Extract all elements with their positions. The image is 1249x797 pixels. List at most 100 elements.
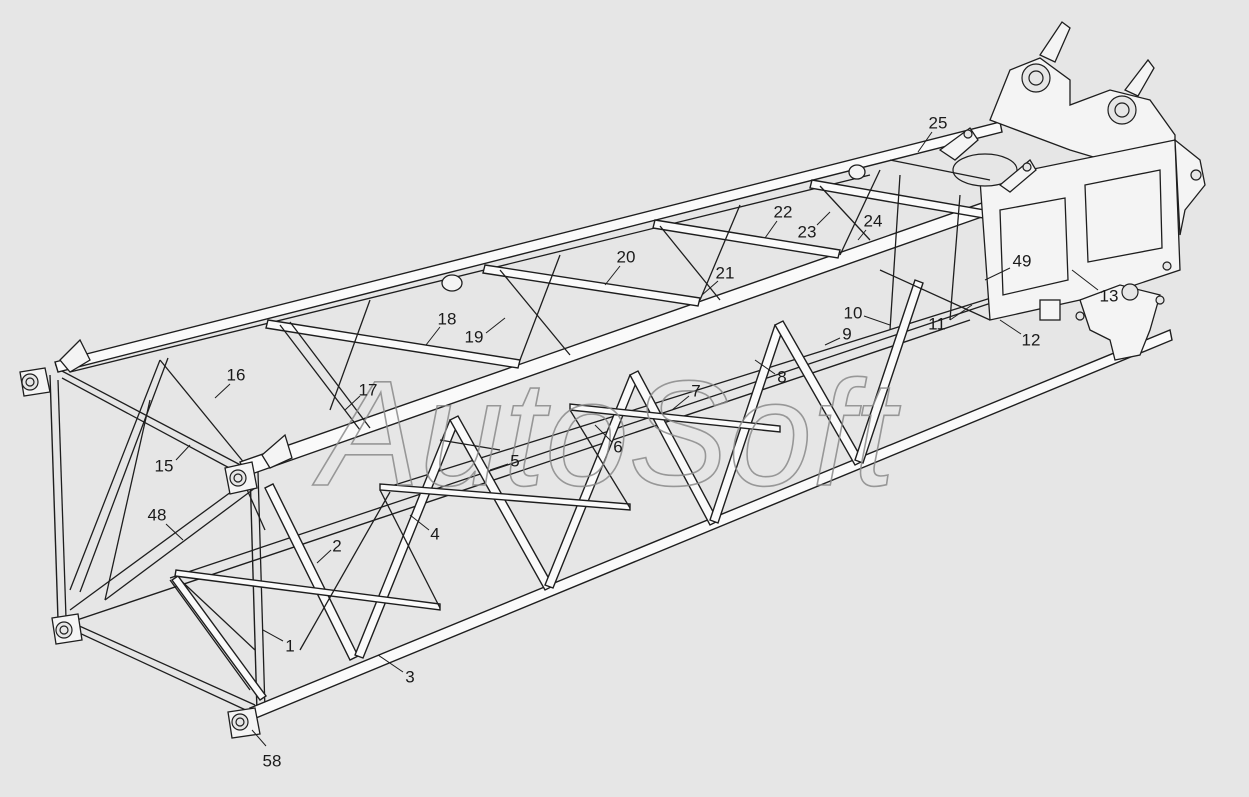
rear-diagonal-inner <box>104 487 256 601</box>
callout-leader <box>764 220 778 239</box>
top-diag-6 <box>699 204 741 301</box>
callout-leader <box>214 383 231 399</box>
callout-leader <box>489 463 509 471</box>
callout-15: 15 <box>155 444 191 475</box>
callout-leader <box>754 359 776 375</box>
callout-leader <box>604 265 621 286</box>
top-diag-7 <box>819 185 871 241</box>
callout-label: 25 <box>929 113 948 132</box>
head-side-plate <box>1174 138 1206 236</box>
head-top-strut <box>889 159 991 181</box>
callout-leader <box>425 326 441 346</box>
callout-label: 58 <box>263 751 282 770</box>
callout-18: 18 <box>425 309 457 346</box>
callout-19: 19 <box>465 317 506 346</box>
callout-leader <box>701 280 719 296</box>
stop-knob-2 <box>848 164 866 180</box>
bottom-diag-1 <box>171 575 267 701</box>
pin-lugs <box>19 164 1061 739</box>
bottom-cross-1 <box>174 569 441 611</box>
far-top-tube <box>54 121 1003 373</box>
callout-leader <box>984 267 1011 281</box>
rear-diagonal <box>69 477 251 611</box>
top-diag-8 <box>839 169 881 256</box>
callout-label: 49 <box>1013 251 1032 270</box>
callout-layer: 1234567891011121315161718192021222324254… <box>148 113 1119 770</box>
callout-6: 6 <box>594 424 623 456</box>
rear-bottom-crossbar-inner <box>65 619 256 706</box>
rear-top-crossbar-inner <box>61 377 249 479</box>
head-clip <box>1039 299 1061 321</box>
callout-label: 4 <box>430 524 439 543</box>
head-window-1 <box>999 197 1069 296</box>
top-cross-tube-2 <box>482 264 701 307</box>
callout-label: 5 <box>510 451 519 470</box>
front-left-post <box>249 469 258 713</box>
callout-leader <box>917 131 933 153</box>
callout-leader <box>1071 269 1099 291</box>
callout-label: 15 <box>155 456 174 475</box>
callout-24: 24 <box>857 211 883 241</box>
callout-25: 25 <box>917 113 948 153</box>
callout-20: 20 <box>604 247 635 286</box>
side-diag-8 <box>854 279 924 464</box>
far-top-chord-inner <box>69 174 871 373</box>
bottom-inner-chord <box>169 299 1001 579</box>
callout-3: 3 <box>377 654 415 686</box>
head-post-2 <box>949 194 961 321</box>
callout-21: 21 <box>701 263 735 296</box>
top-diag-2 <box>329 299 371 411</box>
callout-label: 18 <box>438 309 457 328</box>
callout-leader <box>316 549 332 564</box>
callout-7: 7 <box>671 381 701 411</box>
bottom-diag-2 <box>379 489 441 609</box>
front-left-post-inner <box>257 471 266 711</box>
bottom-diag-4 <box>299 491 391 651</box>
callout-23: 23 <box>798 211 831 241</box>
callout-label: 8 <box>777 367 786 386</box>
callout-leader <box>175 444 191 461</box>
bottom-diag-3 <box>569 409 631 509</box>
callout-label: 1 <box>285 636 294 655</box>
callout-leader <box>949 304 973 321</box>
rear-top-crossbar <box>59 369 251 471</box>
head-post <box>889 174 901 331</box>
callout-label: 21 <box>716 263 735 282</box>
lug-front-top <box>224 433 293 495</box>
callout-leader <box>344 395 361 411</box>
callout-16: 16 <box>214 365 245 399</box>
callout-leader <box>816 211 831 226</box>
bottom-cross-2 <box>379 483 631 511</box>
callout-leader <box>824 337 841 346</box>
callout-4: 4 <box>409 514 440 543</box>
callout-1: 1 <box>262 629 295 655</box>
lattice-structure <box>49 121 1173 719</box>
callout-label: 19 <box>465 327 484 346</box>
far-diag-2 <box>244 484 266 531</box>
rear-left-post <box>49 374 59 621</box>
top-cross-tube-3 <box>652 219 841 259</box>
head-bolt-1 <box>1162 261 1172 271</box>
head-side-hole <box>1190 169 1202 181</box>
callout-label: 9 <box>842 324 851 343</box>
callout-label: 3 <box>405 667 414 686</box>
callout-22: 22 <box>764 202 792 239</box>
callout-label: 24 <box>864 211 883 230</box>
callout-leader <box>863 315 891 326</box>
callout-leader <box>377 654 404 673</box>
head-bolt-2 <box>1155 295 1165 305</box>
stop-knob <box>441 274 463 292</box>
rear-bottom-crossbar <box>61 624 251 713</box>
callout-leader <box>409 514 430 531</box>
callout-9: 9 <box>824 324 852 346</box>
callout-17: 17 <box>344 380 377 411</box>
head-lug-hole-1 <box>963 129 973 139</box>
callout-leader <box>671 395 690 411</box>
callout-label: 12 <box>1022 330 1041 349</box>
head-pin-hole-1-inner <box>1028 70 1044 86</box>
callout-label: 2 <box>332 536 341 555</box>
callout-13: 13 <box>1071 269 1118 305</box>
bottom-cross-3 <box>569 403 781 433</box>
